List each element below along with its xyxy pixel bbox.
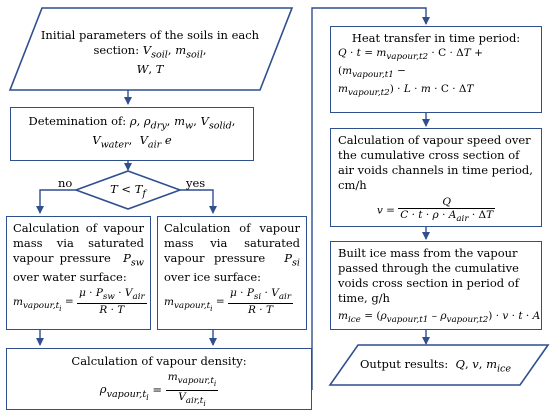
vapour-density-label: Calculation of vapour density: — [71, 354, 247, 368]
heat-transfer-box: Heat transfer in time period: Q · t = mv… — [330, 26, 542, 113]
heat-transfer-label: Heat transfer in time period: — [351, 31, 521, 45]
decision-no-label: no — [58, 176, 73, 190]
decision-yes-label: yes — [186, 176, 206, 190]
water-vapour-label: Calculation of vapour mass via saturated… — [13, 221, 144, 265]
determination-box: Detemination of: ρ, ρdry, mw, Vsolid, Vw… — [10, 107, 254, 161]
output-results-label: Output results: — [360, 357, 449, 371]
arrow-density-to-heat — [311, 7, 430, 390]
vapour-speed-box: Calculation of vapour speed over the cum… — [330, 128, 542, 227]
water-vapour-box: Calculation of vapour mass via saturated… — [6, 216, 151, 330]
vapour-speed-label: Calculation of vapour speed over the cum… — [338, 133, 533, 192]
decision-diamond — [73, 170, 183, 210]
ice-mass-label: Built ice mass from the vapour passed th… — [338, 246, 519, 305]
initial-parameters-shape — [8, 7, 294, 91]
arrow-decision-no — [36, 189, 76, 214]
arrow-decision-yes — [180, 189, 217, 214]
ice-vapour-box: Calculation of vapour mass via saturated… — [157, 216, 307, 330]
output-results-text: Output results: Q, v, mice — [360, 357, 512, 375]
initial-parameters-text: Initial parameters of the soils in each … — [40, 28, 260, 77]
ice-mass-box: Built ice mass from the vapour passed th… — [330, 241, 542, 330]
vapour-density-box: Calculation of vapour density: ρvapour,t… — [6, 348, 312, 410]
determination-label: Detemination of: — [28, 114, 127, 128]
output-shape — [328, 344, 550, 386]
initial-parameters-label: Initial parameters of the soils in each … — [40, 28, 260, 57]
ice-vapour-label: Calculation of vapour mass via saturated… — [164, 221, 300, 265]
decision-condition: T < Tf — [110, 182, 146, 200]
